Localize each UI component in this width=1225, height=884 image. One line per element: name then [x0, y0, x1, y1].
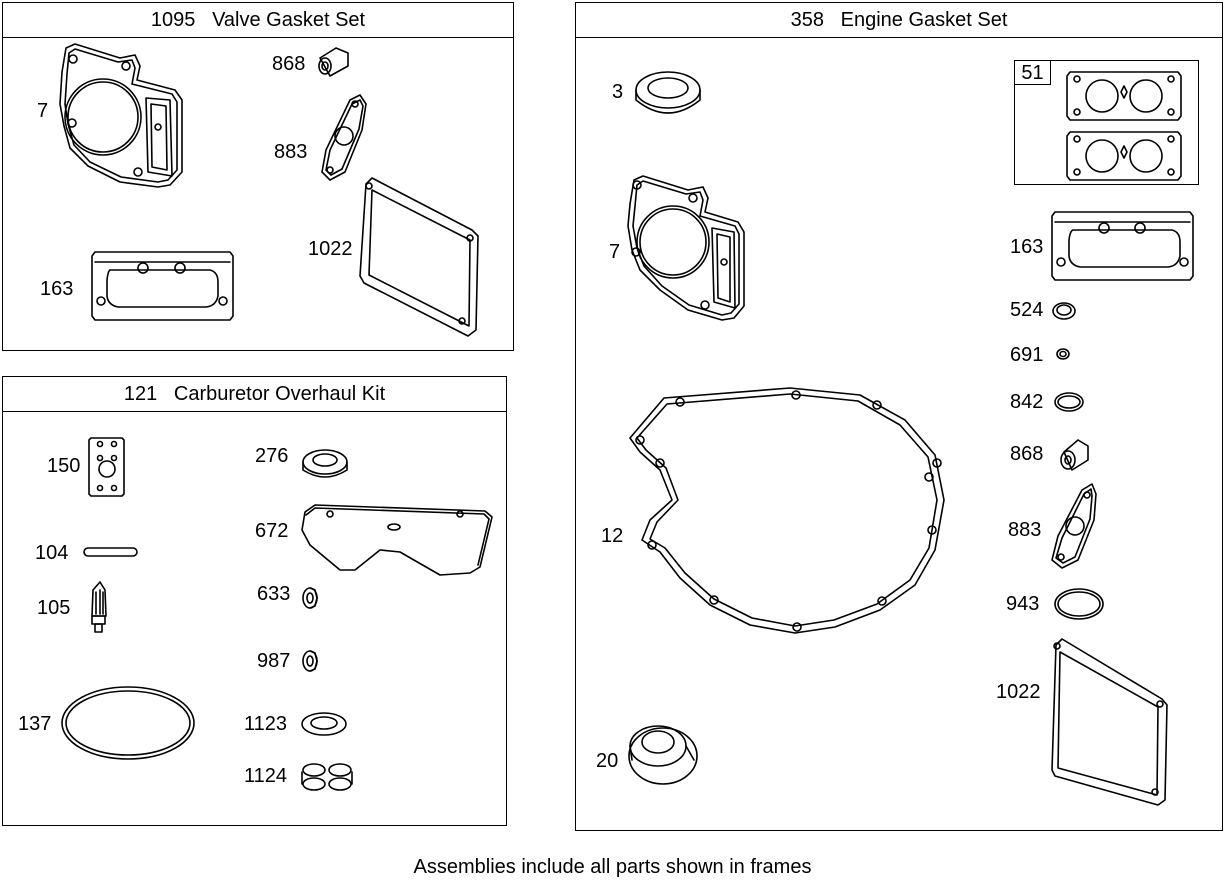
exhaust-gasket-51-drawing	[1067, 72, 1181, 180]
valve-cover-gasket-drawing	[360, 178, 478, 336]
washer-633-drawing	[303, 588, 317, 608]
valve-cover-gasket-engine-drawing	[1052, 639, 1167, 805]
frame-valve-gasket-set: 1095 Valve Gasket Set	[2, 2, 514, 351]
exhaust-gasket-drawing	[92, 252, 233, 320]
bowl-oring-drawing	[62, 687, 194, 759]
part-label-7: 7	[37, 100, 49, 122]
subframe-51: 51	[1014, 60, 1199, 185]
cylinder-head-gasket-engine-drawing	[628, 176, 744, 320]
part-label-883: 883	[274, 141, 308, 163]
frame-carburetor-overhaul-kit: 121 Carburetor Overhaul Kit	[2, 376, 507, 826]
oring-691-drawing	[1057, 349, 1069, 359]
float-bowl-gasket-drawing	[89, 438, 124, 496]
frame-number: 1095	[150, 9, 196, 31]
frame-engine-gasket-set: 358 Engine Gasket Set	[575, 2, 1223, 831]
exhaust-gasket-163-engine-drawing	[1052, 212, 1193, 280]
oring-842-drawing	[1055, 393, 1083, 411]
part-label-1124: 1124	[244, 765, 288, 787]
footer-note: Assemblies include all parts shown in fr…	[413, 856, 812, 878]
carb-gasket-672-drawing	[302, 505, 492, 575]
part-label-7-engine: 7	[609, 241, 621, 263]
frame-title: 1095 Valve Gasket Set	[3, 3, 513, 38]
part-label-987: 987	[257, 650, 291, 672]
part-label-633: 633	[257, 583, 291, 605]
washer-987-drawing	[303, 651, 317, 671]
part-label-163: 163	[40, 278, 74, 300]
frame-number: 121	[123, 383, 158, 405]
frame-title: 121 Carburetor Overhaul Kit	[3, 377, 506, 412]
part-label-672: 672	[255, 520, 289, 542]
part-label-883-engine: 883	[1008, 519, 1042, 541]
part-label-868-engine: 868	[1010, 443, 1044, 465]
part-label-691: 691	[1010, 344, 1044, 366]
inlet-needle-drawing	[92, 582, 106, 632]
frame-title: 358 Engine Gasket Set	[576, 3, 1222, 38]
part-label-3: 3	[612, 81, 624, 103]
frame-name: Carburetor Overhaul Kit	[173, 383, 386, 405]
part-label-104: 104	[35, 542, 69, 564]
part-label-842: 842	[1010, 391, 1044, 413]
part-label-1022-engine: 1022	[996, 681, 1041, 703]
part-label-12: 12	[601, 525, 624, 547]
cylinder-head-gasket-drawing	[60, 44, 182, 187]
intake-gasket-drawing	[322, 95, 366, 180]
frame-number: 358	[790, 9, 824, 31]
part-label-137: 137	[18, 713, 52, 735]
part-label-51: 51	[1015, 61, 1051, 85]
part-label-1123: 1123	[244, 713, 288, 735]
crankcase-gasket-drawing	[630, 388, 944, 633]
valve-seal-engine-drawing	[1061, 440, 1088, 470]
part-label-524: 524	[1010, 299, 1044, 321]
part-label-20: 20	[596, 750, 619, 772]
frame-name: Engine Gasket Set	[840, 9, 1008, 31]
oring-943-drawing	[1055, 589, 1103, 619]
oring-1123-drawing	[302, 713, 346, 735]
part-label-868: 868	[272, 53, 306, 75]
oring-524-drawing	[1053, 303, 1075, 319]
carb-seal-276-drawing	[303, 450, 347, 477]
part-label-150: 150	[47, 455, 81, 477]
valve-seal-drawing	[319, 48, 348, 76]
part-label-276: 276	[255, 445, 289, 467]
part-label-163-engine: 163	[1010, 236, 1044, 258]
part-label-1022: 1022	[308, 238, 353, 260]
intake-gasket-engine-drawing	[1052, 484, 1096, 568]
oil-seal-20-drawing	[629, 726, 697, 784]
hinge-pin-drawing	[84, 548, 137, 556]
frame-name: Valve Gasket Set	[212, 9, 366, 31]
part-label-105: 105	[37, 597, 71, 619]
seal-1124-drawing	[302, 764, 352, 790]
oil-seal-3-drawing	[636, 72, 700, 113]
part-label-943: 943	[1006, 593, 1040, 615]
